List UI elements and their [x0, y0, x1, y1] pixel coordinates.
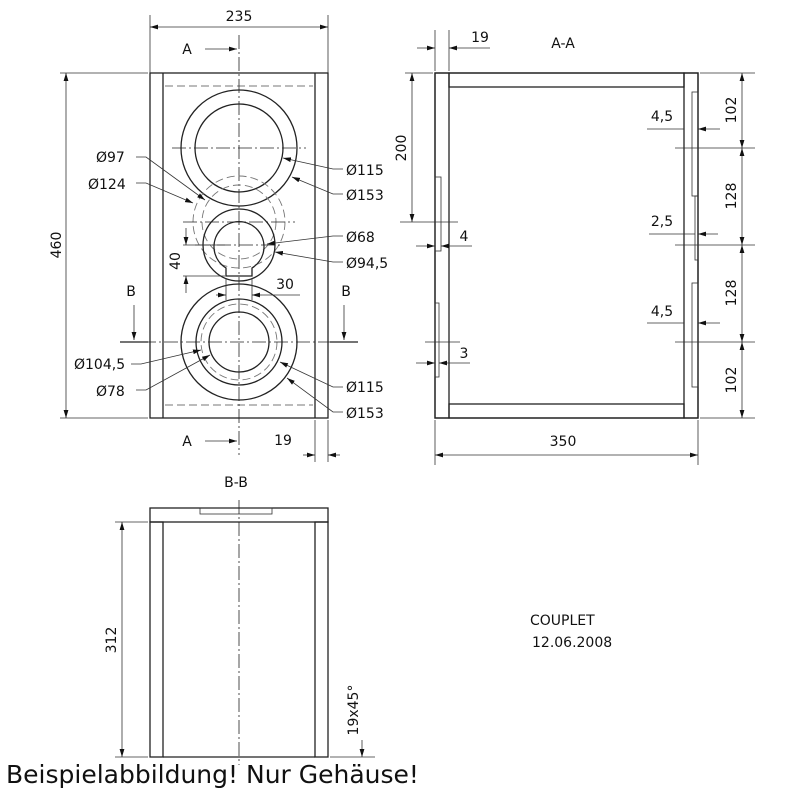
dia-97-label: Ø97: [96, 150, 125, 166]
dia-115-bottom-label: Ø115: [346, 380, 384, 396]
footer-note: Beispielabbildung! Nur Gehäuse!: [6, 760, 419, 789]
dia-153-bottom-label: Ø153: [346, 406, 384, 422]
section-a-a: A-A 19 200 4 3 350: [394, 30, 755, 465]
dia-68-label: Ø68: [346, 230, 375, 246]
middle-driver-keyed-hole: [213, 220, 265, 277]
dia-153-top-label: Ø153: [346, 188, 384, 204]
dia-104-5-label: Ø104,5: [74, 357, 125, 373]
section-a-a-title: A-A: [551, 36, 575, 52]
height-dimension: 460: [49, 232, 65, 259]
dim-30-label: 30: [276, 277, 294, 293]
title-block: COUPLET 12.06.2008: [530, 613, 612, 651]
seg-102-top-label: 102: [724, 97, 740, 124]
chamfer-label: 19x45°: [346, 685, 362, 736]
depth-350-label: 350: [550, 434, 577, 450]
dim-40-label: 40: [168, 252, 184, 270]
recess-4-5-bottom-label: 4,5: [651, 304, 673, 320]
aa-wall-19-label: 19: [471, 30, 489, 46]
seg-128-a-label: 128: [724, 183, 740, 210]
section-b-marker-left: B: [126, 284, 136, 300]
seg-128-b-label: 128: [724, 280, 740, 307]
dim-3-label: 3: [460, 346, 469, 362]
section-a-marker-bottom: A: [182, 434, 192, 450]
wall-19-label: 19: [274, 433, 292, 449]
section-b-b: B-B 312 19x45°: [104, 475, 375, 765]
dim-4-label: 4: [460, 229, 469, 245]
recess-4-5-top-label: 4,5: [651, 109, 673, 125]
front-view: 235 460 A A B B Ø97 Ø124 Ø104,5 Ø78 Ø115…: [49, 9, 388, 462]
width-dimension: 235: [226, 9, 253, 25]
dia-124-label: Ø124: [88, 177, 126, 193]
dia-78-label: Ø78: [96, 384, 125, 400]
dia-94-5-label: Ø94,5: [346, 256, 388, 272]
seg-102-bottom-label: 102: [724, 367, 740, 394]
recess-2-5-label: 2,5: [651, 214, 673, 230]
height-312-label: 312: [104, 627, 120, 654]
dim-200-label: 200: [394, 135, 410, 162]
section-b-b-title: B-B: [224, 475, 248, 491]
section-b-marker-right: B: [341, 284, 351, 300]
section-a-marker-top: A: [182, 42, 192, 58]
dia-115-top-label: Ø115: [346, 163, 384, 179]
project-name: COUPLET: [530, 613, 595, 629]
drawing-date: 12.06.2008: [532, 635, 612, 651]
